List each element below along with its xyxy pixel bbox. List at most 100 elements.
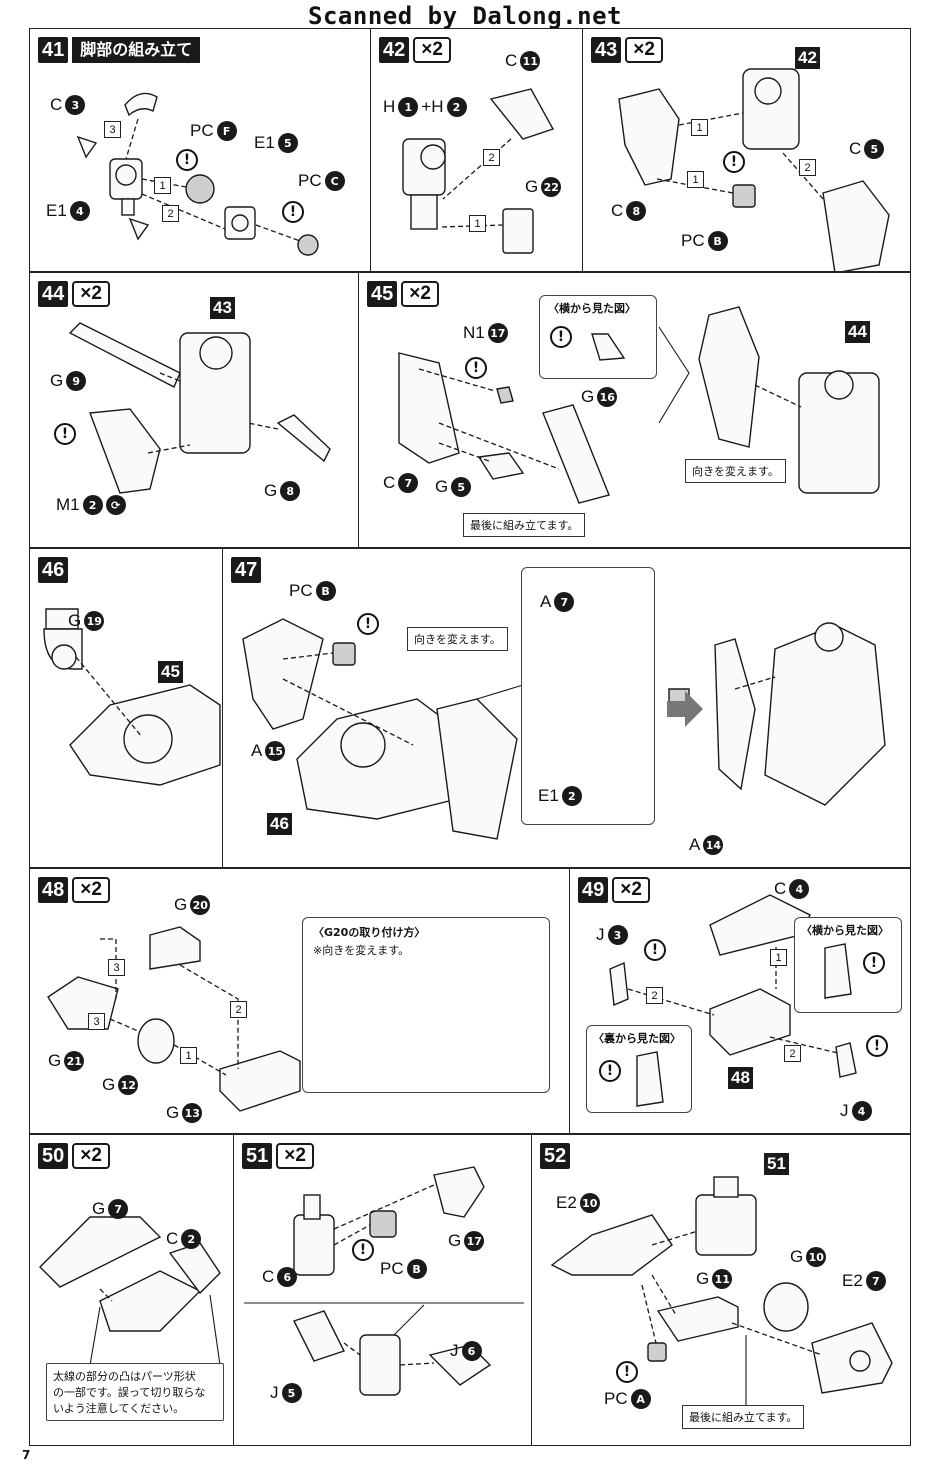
step-52-number: 52 <box>540 1143 571 1169</box>
step-50-number: 50 <box>38 1143 69 1169</box>
caution-icon: ! <box>599 1060 621 1082</box>
part-letter: PC <box>380 1259 404 1278</box>
order-box: 1 <box>469 215 486 232</box>
part-letter: G <box>790 1247 804 1266</box>
step-52-header: 52 <box>540 1143 571 1169</box>
step-43-header: 43 ×2 <box>591 37 663 63</box>
part-number: 5 <box>864 139 885 159</box>
part-letter: G <box>50 371 64 390</box>
part-letter: J <box>270 1383 279 1402</box>
step-44-header: 44 ×2 <box>38 281 110 307</box>
part-letter: G <box>696 1269 710 1288</box>
side-view-inset: 〈横から見た図〉 ! <box>794 917 902 1013</box>
part-number: 17 <box>464 1231 485 1251</box>
g20-mounting-note: ※向きを変えます。 <box>313 944 410 957</box>
part-letter: G <box>448 1231 462 1250</box>
step-44-number: 44 <box>38 281 69 307</box>
step-46-number: 46 <box>38 557 69 583</box>
part-number: 3 <box>65 95 86 115</box>
part-letter: G <box>174 895 188 914</box>
callout-assemble-last: 最後に組み立てます。 <box>682 1405 805 1429</box>
part-letter: C <box>262 1267 275 1286</box>
part-number: 2 <box>561 786 582 806</box>
order-box: 1 <box>691 119 708 136</box>
side-view-title: 〈横から見た図〉 <box>801 924 889 937</box>
part-letter: J <box>596 925 605 944</box>
back-view-shape <box>636 1051 664 1107</box>
side-view-shape <box>824 943 852 999</box>
special-part-icon: ⟳ <box>105 495 126 515</box>
step-45-number: 45 <box>367 281 398 307</box>
part-number: 9 <box>66 371 87 391</box>
part-number: 11 <box>520 51 541 71</box>
step-48-multiplier: ×2 <box>72 877 110 903</box>
part-number: 10 <box>579 1193 600 1213</box>
part-number: 4 <box>789 879 810 899</box>
order-box: 3 <box>104 121 121 138</box>
part-number: 16 <box>597 387 618 407</box>
part-letter: E2 <box>556 1193 577 1212</box>
step-ref-42: 42 <box>795 47 820 69</box>
caution-icon: ! <box>723 151 745 173</box>
part-letter: C <box>774 879 787 898</box>
order-box: 1 <box>154 177 171 194</box>
callout-assemble-last: 最後に組み立てます。 <box>463 513 586 537</box>
note-line: の一部です。誤って切り取らな <box>53 1386 206 1399</box>
part-number: 13 <box>182 1103 203 1123</box>
part-letter: C <box>505 51 518 70</box>
step-46-header: 46 <box>38 557 69 583</box>
order-box: 2 <box>784 1045 801 1062</box>
step-47-number: 47 <box>231 557 262 583</box>
step-42-number: 42 <box>379 37 410 63</box>
side-view-shape <box>591 333 626 361</box>
note-line: いよう注意してください。 <box>53 1402 185 1415</box>
step-ref-43: 43 <box>210 297 235 319</box>
step-45-header: 45 ×2 <box>367 281 439 307</box>
step-43-illustration <box>618 68 890 271</box>
part-letter: C <box>383 473 396 492</box>
part-letter: PC <box>190 121 214 140</box>
part-letter: E1 <box>254 133 275 152</box>
step-44-multiplier: ×2 <box>72 281 110 307</box>
part-number: 19 <box>84 611 105 631</box>
order-box: 2 <box>483 149 500 166</box>
part-letter: C <box>166 1229 179 1248</box>
g20-mounting-title: 〈G20の取り付け方〉 <box>313 926 426 939</box>
step-43-number: 43 <box>591 37 622 63</box>
step-45-multiplier: ×2 <box>401 281 439 307</box>
step-48-header: 48 ×2 <box>38 877 110 903</box>
part-number: 7 <box>398 473 419 493</box>
part-number: 7 <box>554 592 575 612</box>
part-letter: A <box>251 741 263 760</box>
side-view-inset: 〈横から見た図〉 ! <box>539 295 657 379</box>
part-number: 22 <box>541 177 562 197</box>
part-number: 20 <box>190 895 211 915</box>
step-45-illustration <box>398 306 880 504</box>
step-49-illustration <box>609 894 857 1078</box>
part-number: F <box>216 121 237 141</box>
step-52-illustration <box>550 1176 893 1405</box>
part-number: 4 <box>851 1101 872 1121</box>
part-letter: A <box>689 835 701 854</box>
part-letter: E1 <box>538 786 559 805</box>
